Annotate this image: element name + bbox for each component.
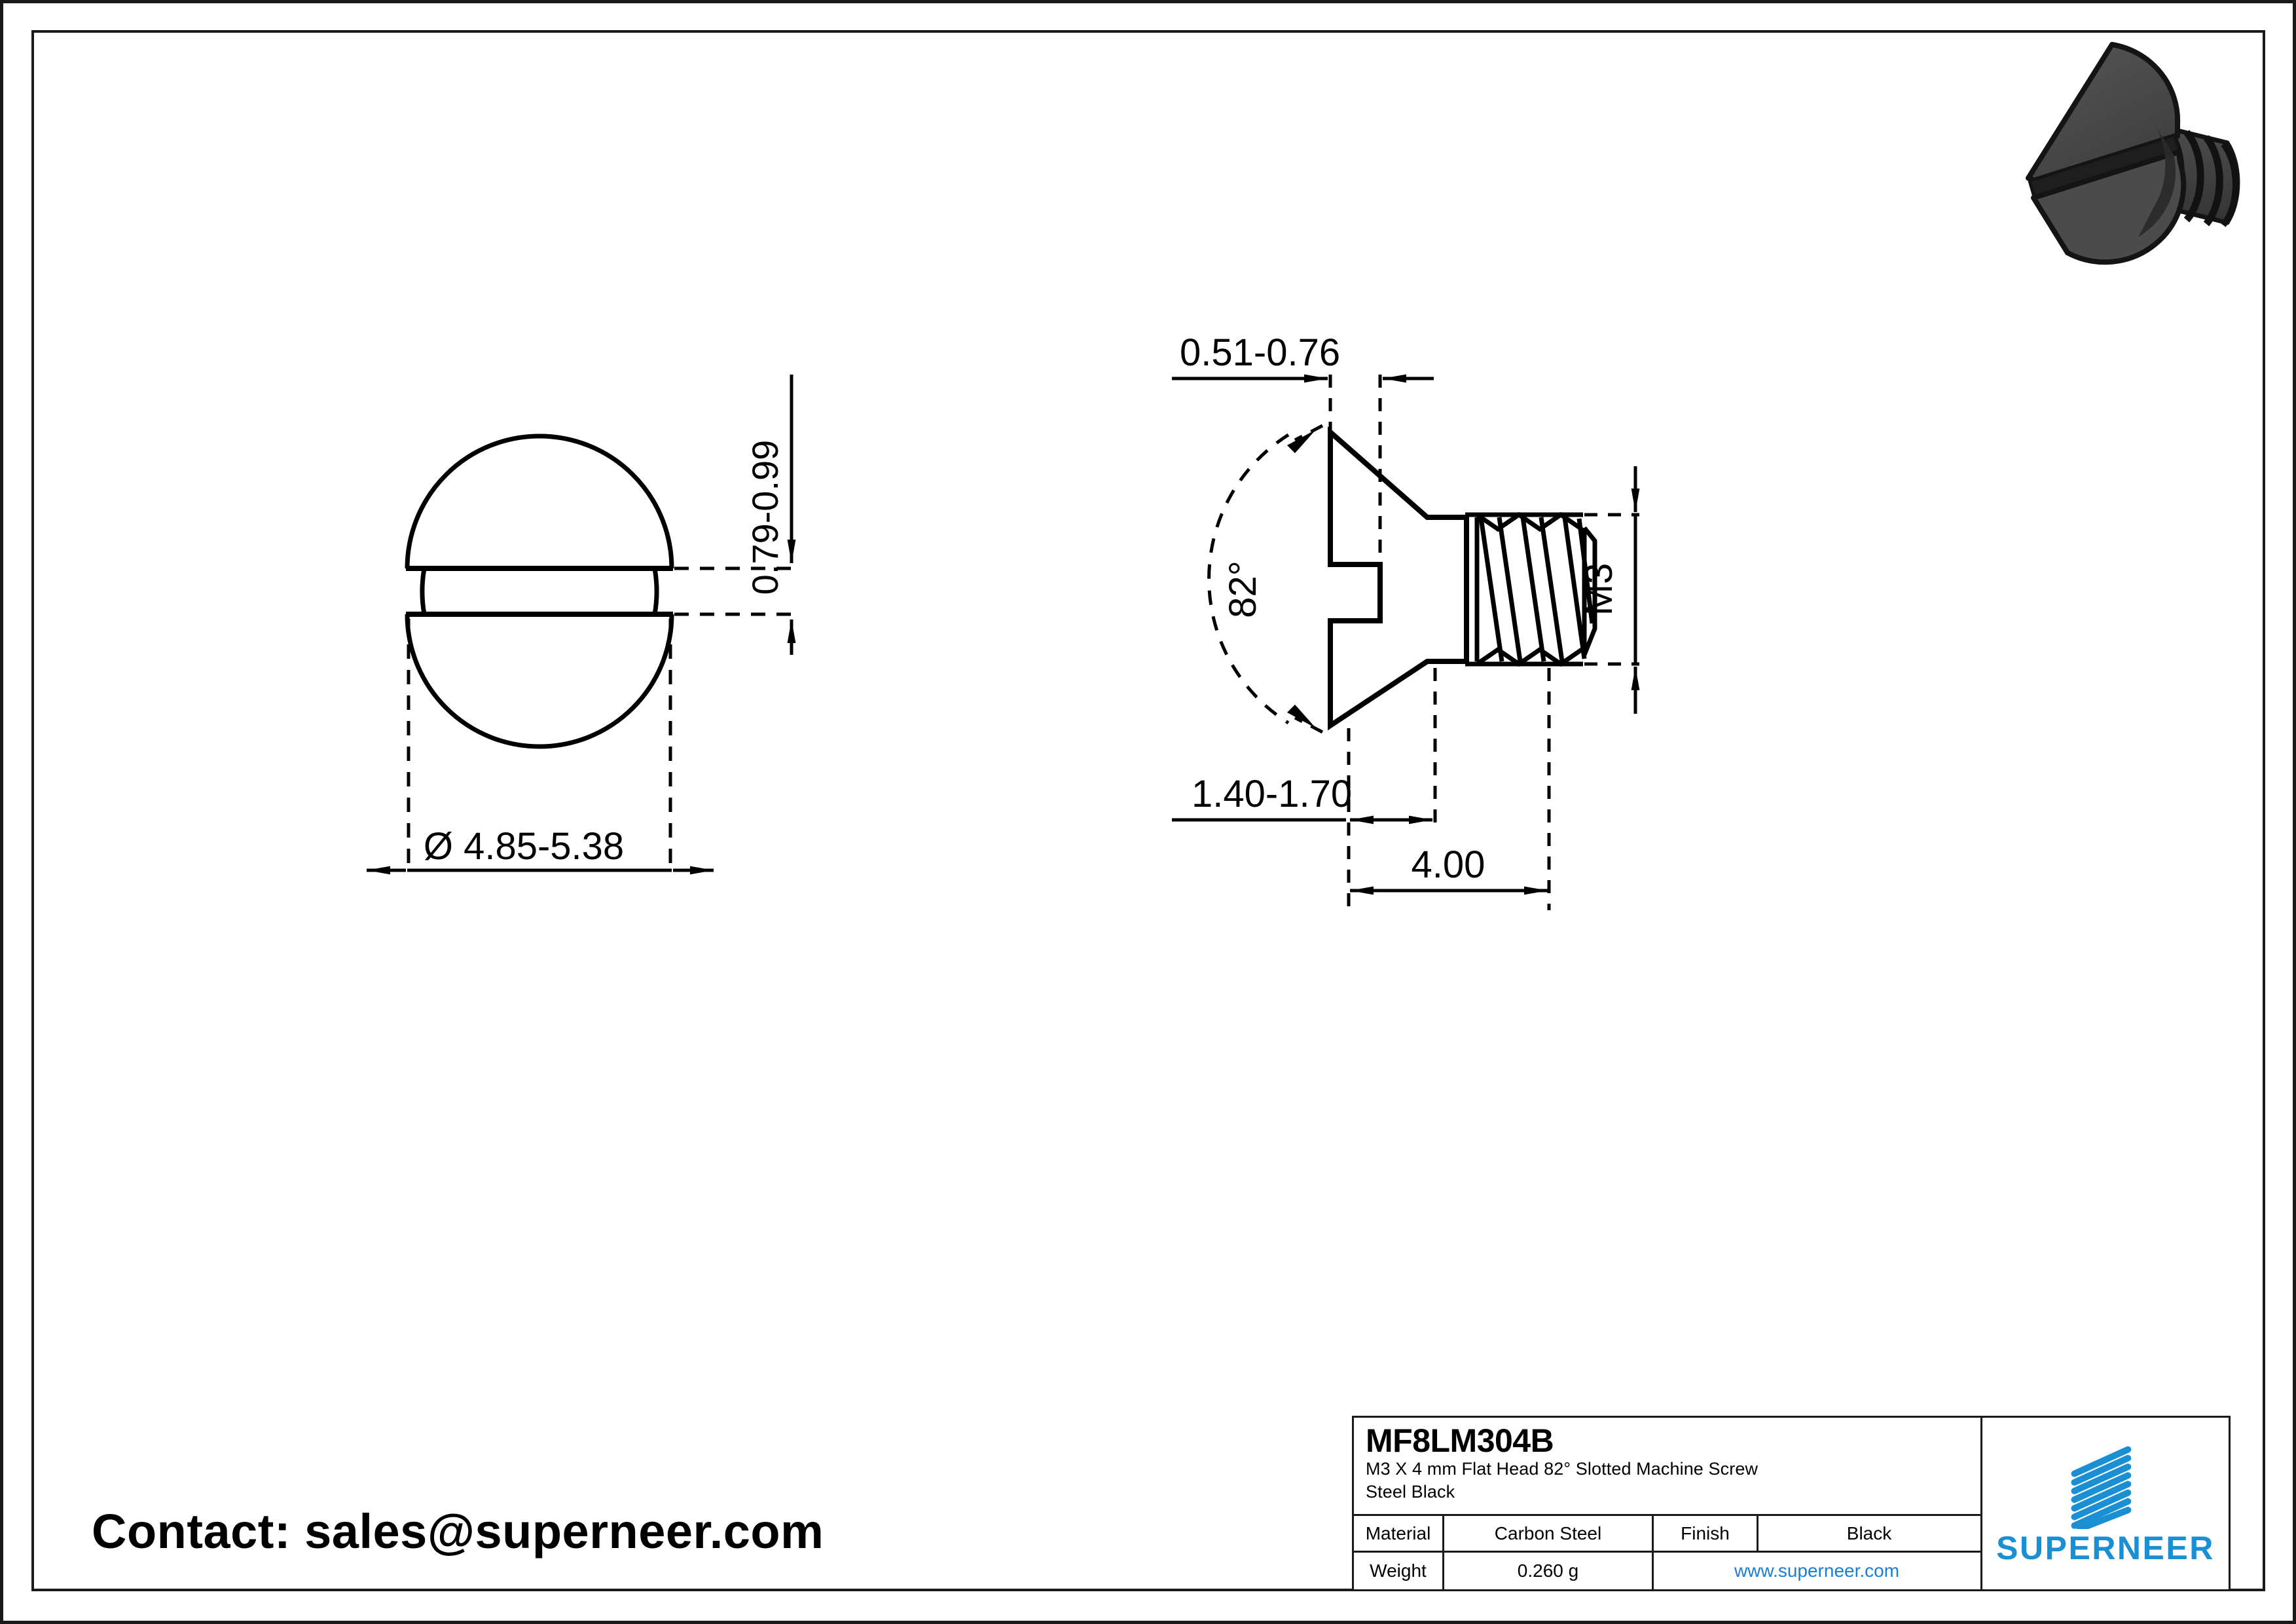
thread-profile-side-view (1464, 511, 1597, 667)
head-lower-3d (2031, 149, 2187, 265)
top-view-dimension-lines (367, 375, 797, 875)
material-value: Carbon Steel (1444, 1516, 1654, 1551)
weight-label: Weight (1354, 1553, 1444, 1589)
side-view-geometry (1328, 426, 1469, 731)
title-block-info: MF8LM304B M3 X 4 mm Flat Head 82° Slotte… (1354, 1418, 1982, 1589)
website-link[interactable]: www.superneer.com (1734, 1560, 1900, 1581)
dim-head-diameter: Ø 4.85-5.38 (424, 825, 624, 868)
superneer-logo-icon (2071, 1446, 2132, 1529)
part-description-line-2: Steel Black (1366, 1482, 1455, 1502)
dim-slot-depth-top-view: 0.79-0.99 (744, 440, 786, 595)
part-description-area: MF8LM304B M3 X 4 mm Flat Head 82° Slotte… (1354, 1418, 1980, 1516)
material-label: Material (1354, 1516, 1444, 1551)
finish-value: Black (1846, 1522, 1892, 1543)
side-view-dimension-lines (1172, 374, 1640, 910)
logo-wordmark: SUPERNEER (1996, 1530, 2215, 1566)
material-finish-row: Material Carbon Steel Finish Black (1354, 1516, 1980, 1553)
top-view-geometry (405, 434, 674, 749)
drawing-frame-border (31, 30, 2265, 1591)
weight-website-row: Weight 0.260 g www.superneer.com (1354, 1553, 1980, 1589)
weight-value: 0.260 g (1444, 1553, 1654, 1589)
contact-text: Contact: sales@superneer.com (92, 1504, 824, 1559)
dim-overall-length: 4.00 (1412, 843, 1485, 886)
part-description-line-1: M3 X 4 mm Flat Head 82° Slotted Machine … (1366, 1459, 1758, 1479)
title-block: MF8LM304B M3 X 4 mm Flat Head 82° Slotte… (1352, 1416, 2231, 1591)
dim-head-angle: 82° (1222, 561, 1264, 618)
part-number: MF8LM304B (1366, 1422, 1554, 1459)
dim-head-height: 1.40-1.70 (1192, 773, 1352, 815)
dim-thread-size: M3 (1578, 563, 1620, 616)
dim-slot-width-side-view: 0.51-0.76 (1180, 331, 1340, 374)
finish-label: Finish (1654, 1516, 1758, 1551)
screw-3d-preview (2026, 42, 2240, 265)
company-logo: SUPERNEER (1982, 1418, 2229, 1589)
